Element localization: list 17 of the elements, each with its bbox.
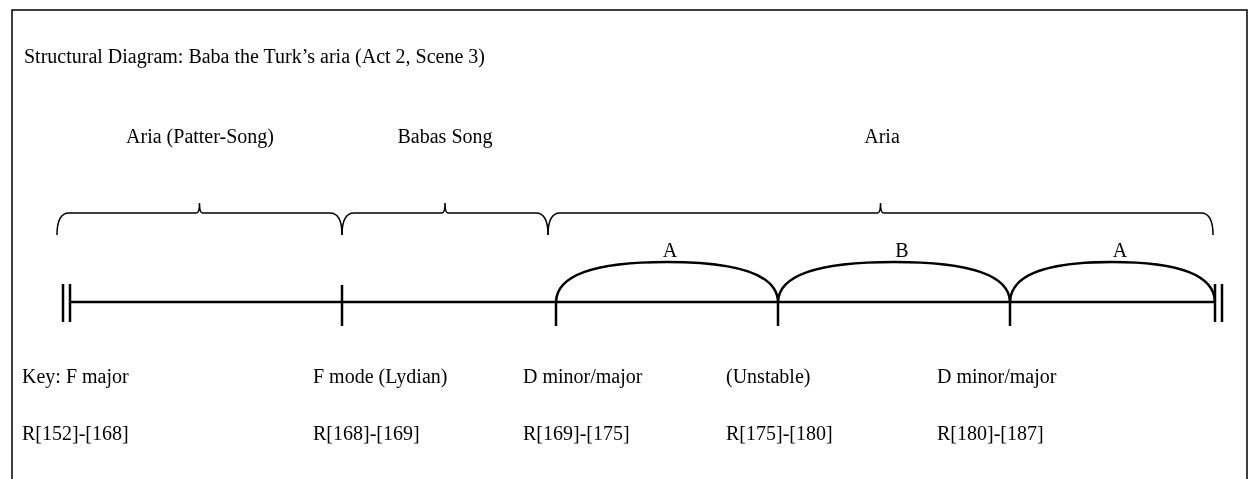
key-label: D minor/major <box>937 364 1057 388</box>
key-label: Key: F major <box>22 364 129 388</box>
rehearsal-range: R[175]-[180] <box>726 421 833 445</box>
rehearsal-range: R[169]-[175] <box>523 421 630 445</box>
form-letter: B <box>895 238 909 262</box>
form-letter: A <box>662 238 678 262</box>
section-label: Aria (Patter-Song) <box>126 124 274 148</box>
section-label: Babas Song <box>397 124 493 148</box>
rehearsal-range: R[180]-[187] <box>937 421 1044 445</box>
key-label: D minor/major <box>523 364 643 388</box>
key-label: (Unstable) <box>726 364 811 388</box>
form-letter: A <box>1112 238 1128 262</box>
section-label: Aria <box>864 124 900 148</box>
rehearsal-range: R[168]-[169] <box>313 421 420 445</box>
diagram-title: Structural Diagram: Baba the Turk’s aria (Act 2, Scene 3) <box>24 44 485 68</box>
rehearsal-range: R[152]-[168] <box>22 421 129 445</box>
key-label: F mode (Lydian) <box>313 364 448 388</box>
